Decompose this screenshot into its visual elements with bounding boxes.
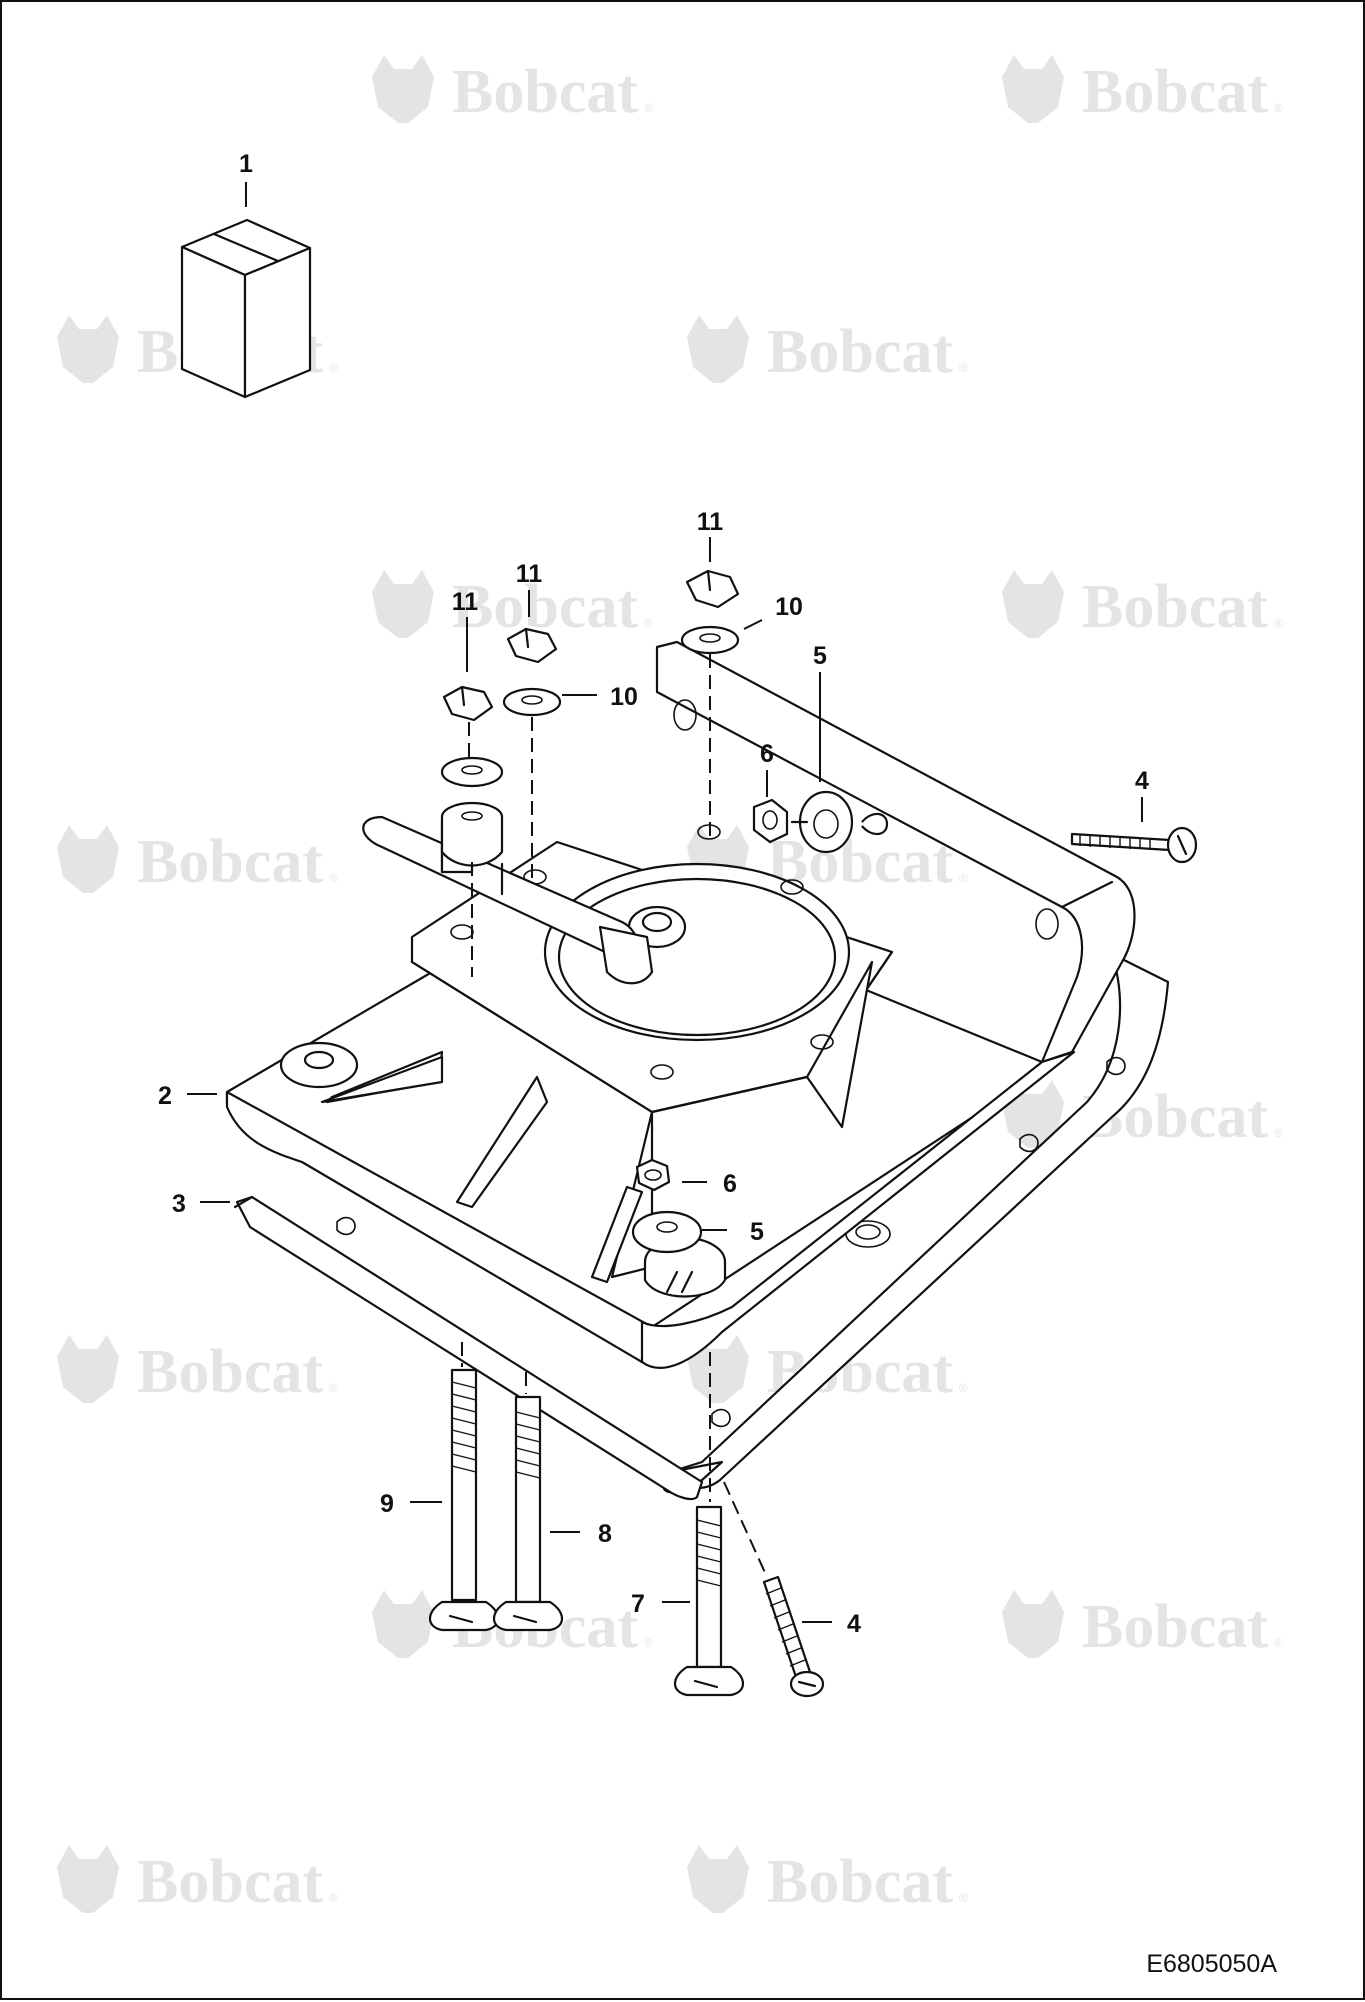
- callout-5-lower: 5: [750, 1218, 764, 1246]
- bolt-9: [428, 1368, 500, 1632]
- callout-11-right: 11: [697, 508, 724, 536]
- centerlines: [461, 654, 768, 1578]
- mounting-plate: [225, 640, 1136, 1369]
- bobcat-head-icon: [687, 1335, 749, 1403]
- callout-2: 2: [158, 1082, 172, 1110]
- bobcat-head-icon: [1002, 1590, 1064, 1658]
- watermark-text: Bobcat: [767, 828, 953, 896]
- bobcat-head-icon: [57, 825, 119, 893]
- watermark-registered-mark: ®: [644, 1636, 653, 1650]
- watermark-registered-mark: ®: [644, 616, 653, 630]
- watermark-tile: Bobcat ®: [687, 1845, 968, 1916]
- callout-4-lower: 4: [847, 1610, 861, 1638]
- callout-labels: 1 2 3 4 4 5 5 6 6 7 8 9 10 10 11 11 11: [158, 150, 1149, 1638]
- watermark-text: Bobcat: [767, 318, 953, 386]
- upper-bumper: [752, 790, 889, 854]
- lower-bumper: [631, 1158, 703, 1254]
- watermark-tile: Bobcat®: [1002, 1080, 1283, 1151]
- watermark-text: Bobcat: [452, 58, 638, 126]
- callout-11-left: 11: [452, 588, 479, 616]
- callout-11-middle: 11: [516, 560, 543, 588]
- watermark-registered-mark: ®: [1274, 616, 1283, 630]
- bobcat-head-icon: [1002, 570, 1064, 638]
- callout-4-upper: 4: [1135, 767, 1149, 795]
- bobcat-head-icon: [372, 1590, 434, 1658]
- watermark-text: Bobcat: [767, 1848, 953, 1916]
- bobcat-head-icon: [57, 1845, 119, 1913]
- bobcat-head-icon: [687, 315, 749, 383]
- callout-9: 9: [380, 1490, 394, 1518]
- watermark-registered-mark: ®: [959, 1381, 968, 1395]
- bolt-7: [673, 1505, 745, 1697]
- watermark-registered-mark: ®: [329, 1891, 338, 1905]
- watermark-tile: Bobcat ®: [372, 55, 653, 126]
- watermark-registered-mark: ®: [329, 361, 338, 375]
- left-stud-stack: [440, 685, 504, 867]
- right-stud-stack: [680, 569, 740, 655]
- watermark-tile: Bobcat ®: [57, 825, 338, 896]
- watermark-text: Bobcat: [137, 1338, 323, 1406]
- bolt-8: [492, 1395, 564, 1632]
- watermark-registered-mark: ®: [959, 871, 968, 885]
- watermark-tile: Bobcat ®: [57, 1335, 338, 1406]
- watermark-registered-mark: ®: [1274, 1636, 1283, 1650]
- watermark-text: Bobcat: [137, 828, 323, 896]
- bobcat-head-icon: [372, 570, 434, 638]
- watermark-registered-mark: ®: [329, 1381, 338, 1395]
- bolt-4-lower: [762, 1575, 825, 1698]
- watermark-tile: Bobcat ®: [1002, 1590, 1283, 1661]
- callout-6-lower: 6: [723, 1170, 737, 1198]
- watermark-text: Bobcat: [1082, 573, 1268, 641]
- watermark-tile: Bobcat ®: [372, 570, 653, 641]
- watermark-text: Bobcat: [1082, 58, 1268, 126]
- callout-7: 7: [631, 1590, 645, 1618]
- watermark-registered-mark: ®: [1274, 1126, 1283, 1140]
- bobcat-head-icon: [372, 55, 434, 123]
- kit-box: [180, 218, 312, 399]
- watermark-tile: Bobcat ®: [57, 1845, 338, 1916]
- callout-8: 8: [598, 1520, 612, 1548]
- edge-strip: [233, 1195, 704, 1501]
- watermark-registered-mark: ®: [959, 1891, 968, 1905]
- watermark-tile: Bobcat ®: [687, 315, 968, 386]
- bobcat-head-icon: [1002, 55, 1064, 123]
- callout-10-right: 10: [775, 593, 803, 621]
- watermark-registered-mark: ®: [959, 361, 968, 375]
- callout-5-upper: 5: [813, 642, 827, 670]
- middle-stud-stack: [502, 627, 562, 717]
- callout-1: 1: [239, 150, 253, 178]
- watermark-text: Bobcat: [452, 573, 638, 641]
- bolt-upper: [1070, 826, 1198, 864]
- watermark-tile: Bobcat ®: [1002, 570, 1283, 641]
- bobcat-head-icon: [687, 1845, 749, 1913]
- watermark-registered-mark: ®: [1274, 101, 1283, 115]
- bobcat-head-icon: [57, 315, 119, 383]
- callout-10-middle: 10: [610, 683, 638, 711]
- bobcat-head-icon: [57, 1335, 119, 1403]
- watermark-text: Bobcat: [137, 1848, 323, 1916]
- watermark-registered-mark: ®: [644, 101, 653, 115]
- watermark-text: Bobcat: [1082, 1593, 1268, 1661]
- watermark-registered-mark: ®: [329, 871, 338, 885]
- callout-3: 3: [172, 1190, 186, 1218]
- watermark-tile: Bobcat ®: [1002, 55, 1283, 126]
- leader-lines: [187, 182, 1143, 1623]
- drawing-id: E6805050A: [1146, 1950, 1277, 1978]
- callout-6-upper: 6: [760, 740, 774, 768]
